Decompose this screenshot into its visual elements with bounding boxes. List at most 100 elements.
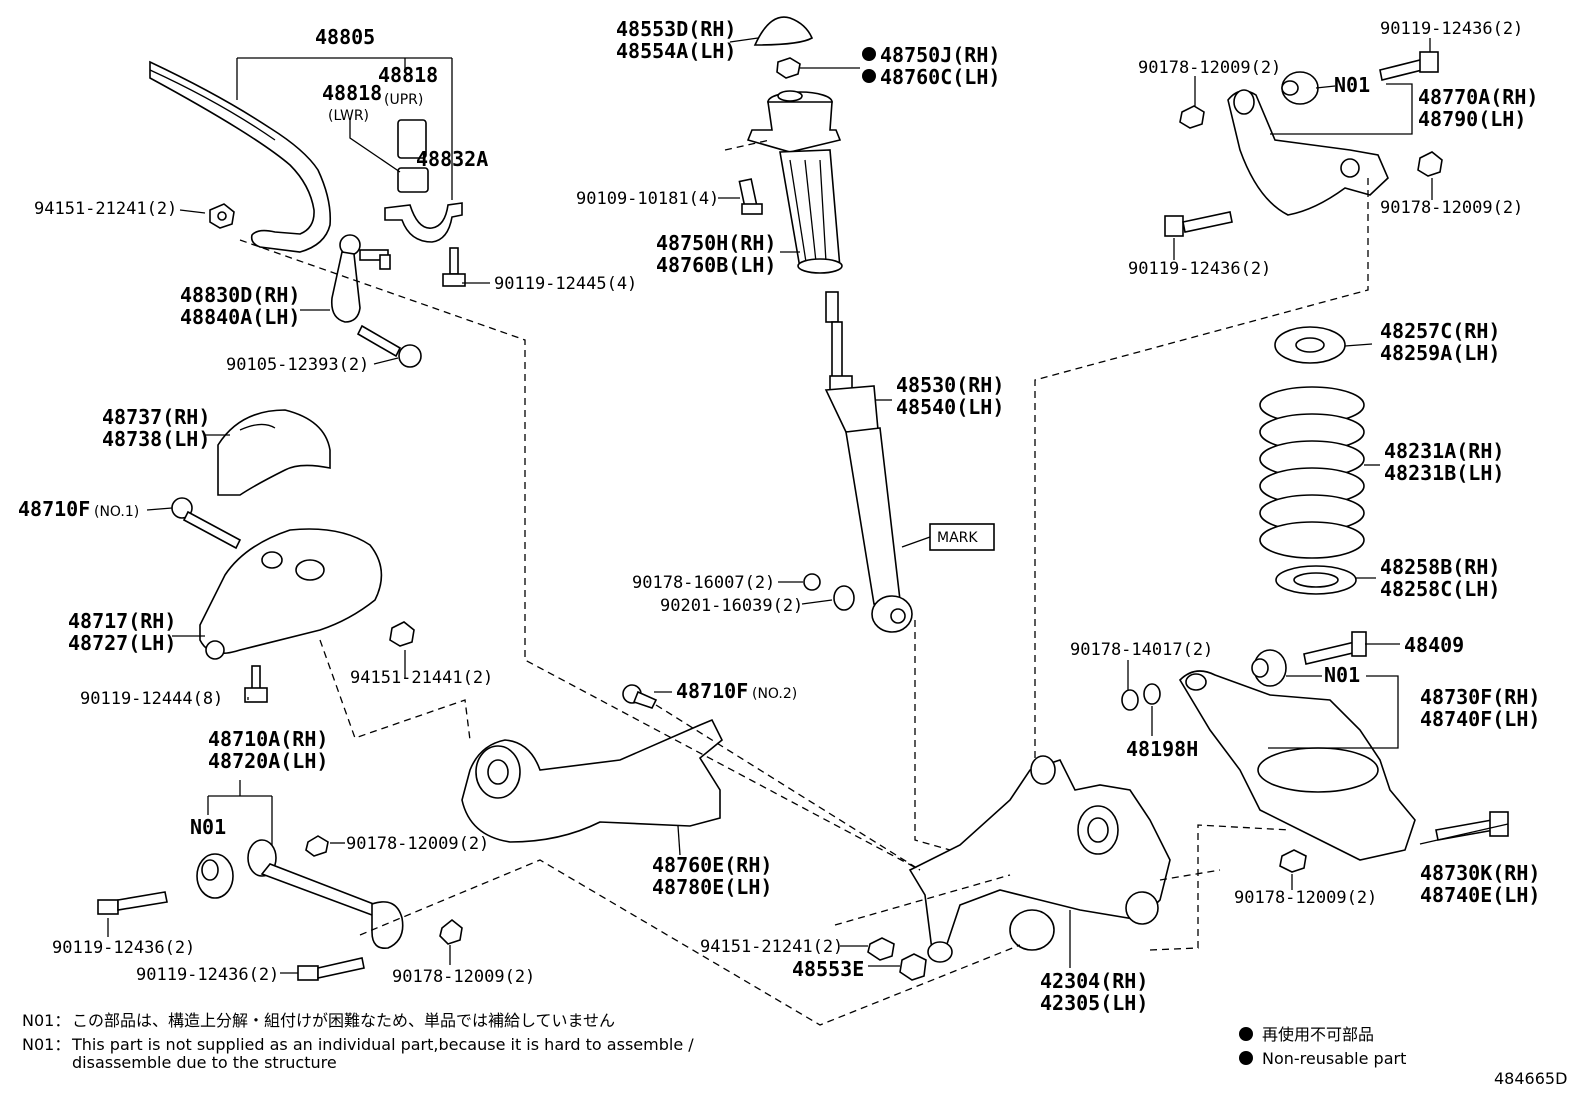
label-no2: (NO.2) — [752, 686, 797, 702]
label-94151-21241-b: 94151-21241(2) — [700, 937, 843, 957]
label-48409: 48409 — [1404, 633, 1464, 657]
member-bolt-no1 — [171, 497, 242, 550]
label-42305: 42305(LH) — [1040, 991, 1148, 1015]
lower-arm-nut-right — [1279, 849, 1307, 873]
label-48780E: 48780E(LH) — [652, 875, 772, 899]
stabilizer-bracket — [384, 202, 463, 243]
label-48198H: 48198H — [1126, 737, 1198, 761]
legend-dot-jp — [1239, 1027, 1253, 1041]
note-en-line1: This part is not supplied as an individu… — [71, 1035, 694, 1054]
label-48258C: 48258C(LH) — [1380, 577, 1500, 601]
label-48259A: 48259A(LH) — [1380, 341, 1500, 365]
label-90119-12436-a: 90119-12436(2) — [52, 938, 195, 958]
trailing-arm — [461, 718, 724, 843]
label-90109-10181: 90109-10181(4) — [576, 189, 719, 209]
protector — [217, 409, 331, 496]
label-48717: 48717(RH) — [68, 609, 176, 633]
legend-dot-en — [1239, 1051, 1253, 1065]
label-48790: 48790(LH) — [1418, 107, 1526, 131]
label-48830D: 48830D(RH) — [180, 283, 300, 307]
stabilizer-bar — [149, 60, 332, 253]
label-94151-21441: 94151-21441(2) — [350, 668, 493, 688]
shock-bolt — [738, 178, 763, 215]
label-48258B: 48258B(RH) — [1380, 555, 1500, 579]
label-48727: 48727(LH) — [68, 631, 176, 655]
label-48750H: 48750H(RH) — [656, 231, 776, 255]
knuckle — [908, 755, 1171, 963]
label-90178-12009-e: 90178-12009(2) — [1234, 888, 1377, 908]
label-90119-12436-b: 90119-12436(2) — [136, 965, 279, 985]
label-48738: 48738(LH) — [102, 427, 210, 451]
diagram-id: 484665D — [1494, 1069, 1567, 1088]
shock-absorber — [824, 385, 913, 633]
label-48818: 48818 — [378, 63, 438, 87]
label-48832A: 48832A — [416, 147, 488, 171]
lower-bolt-nut — [803, 573, 855, 611]
label-42304: 42304(RH) — [1040, 969, 1148, 993]
label-n01-a: N01 — [190, 815, 226, 839]
label-48770A: 48770A(RH) — [1418, 85, 1538, 109]
label-90178-12009-d: 90178-12009(2) — [1380, 198, 1523, 218]
arm-bolt-b — [297, 957, 365, 981]
shock-rod — [825, 291, 853, 391]
upper-insulator — [1274, 326, 1346, 364]
label-n01-b: N01 — [1334, 73, 1370, 97]
note-en-line2: disassemble due to the structure — [72, 1053, 337, 1072]
label-90119-12444: 90119-12444(8) — [80, 689, 223, 709]
label-90119-12436-d: 90119-12436(2) — [1128, 259, 1271, 279]
non-reusable-dot-48750J — [862, 47, 876, 61]
bump-stopper — [779, 149, 843, 274]
label-48231B: 48231B(LH) — [1384, 461, 1504, 485]
upper-arm — [1227, 89, 1389, 216]
arm-bolt-a — [97, 891, 168, 915]
label-48257C: 48257C(RH) — [1380, 319, 1500, 343]
label-48720A: 48720A(LH) — [208, 749, 328, 773]
bracket-bolt — [442, 247, 466, 287]
part-labels: 48805 48818 48818 (UPR) (LWR) 48832A 941… — [18, 17, 1540, 1015]
legend: 再使用不可部品 Non-reusable part — [1239, 1025, 1406, 1068]
lateral-rod — [247, 839, 404, 949]
label-90178-14017: 90178-14017(2) — [1070, 640, 1213, 660]
label-90178-12009-b: 90178-12009(2) — [392, 967, 535, 987]
stabilizer-nut — [209, 203, 235, 229]
lower-insulator — [1275, 565, 1357, 595]
knuckle-nut-48553E — [899, 953, 927, 981]
upper-arm-nut-right — [1417, 151, 1443, 177]
label-48760B: 48760B(LH) — [656, 253, 776, 277]
label-48840A: 48840A(LH) — [180, 305, 300, 329]
label-90178-16007: 90178-16007(2) — [632, 573, 775, 593]
footnotes: N01： この部品は、構造上分解・組付けが困難なため、単品では補給していません … — [22, 1011, 694, 1072]
label-90119-12436-c: 90119-12436(2) — [1380, 19, 1523, 39]
label-90178-12009-a: 90178-12009(2) — [346, 834, 489, 854]
label-48530: 48530(RH) — [896, 373, 1004, 397]
label-no1: (NO.1) — [94, 504, 139, 520]
n01-bushing-upper — [1281, 71, 1319, 105]
label-lwr: (LWR) — [328, 108, 369, 124]
upper-arm-bolt-top — [1379, 51, 1439, 81]
legend-en: Non-reusable part — [1262, 1049, 1406, 1068]
n01-bushing-lower — [1251, 649, 1287, 687]
label-48805: 48805 — [315, 25, 375, 49]
note-jp: この部品は、構造上分解・組付けが困難なため、単品では補給していません — [72, 1011, 615, 1030]
coil-spring — [1259, 386, 1365, 559]
label-upr: (UPR) — [384, 92, 423, 108]
note-en-prefix: N01： — [22, 1035, 70, 1054]
note-jp-prefix: N01： — [22, 1011, 70, 1030]
label-48553D: 48553D(RH) — [616, 17, 736, 41]
leader-lines — [107, 37, 1509, 974]
arm-nut-a — [305, 835, 329, 857]
label-94151-21241-a: 94151-21241(2) — [34, 199, 177, 219]
lower-arm-bolt — [1303, 631, 1367, 665]
shock-cap — [753, 16, 814, 46]
support-bolt — [244, 665, 268, 703]
label-90119-12445: 90119-12445(4) — [494, 274, 637, 294]
label-n01-c: N01 — [1324, 663, 1360, 687]
lower-arm-bolt-48730K — [1435, 811, 1509, 841]
upper-arm-bolt-bottom — [1164, 211, 1233, 237]
support-nut — [389, 621, 415, 647]
link-bolt — [356, 324, 422, 368]
non-reusable-dot-48760C — [862, 69, 876, 83]
label-48760C: 48760C(LH) — [880, 65, 1000, 89]
label-48750J: 48750J(RH) — [880, 43, 1000, 67]
